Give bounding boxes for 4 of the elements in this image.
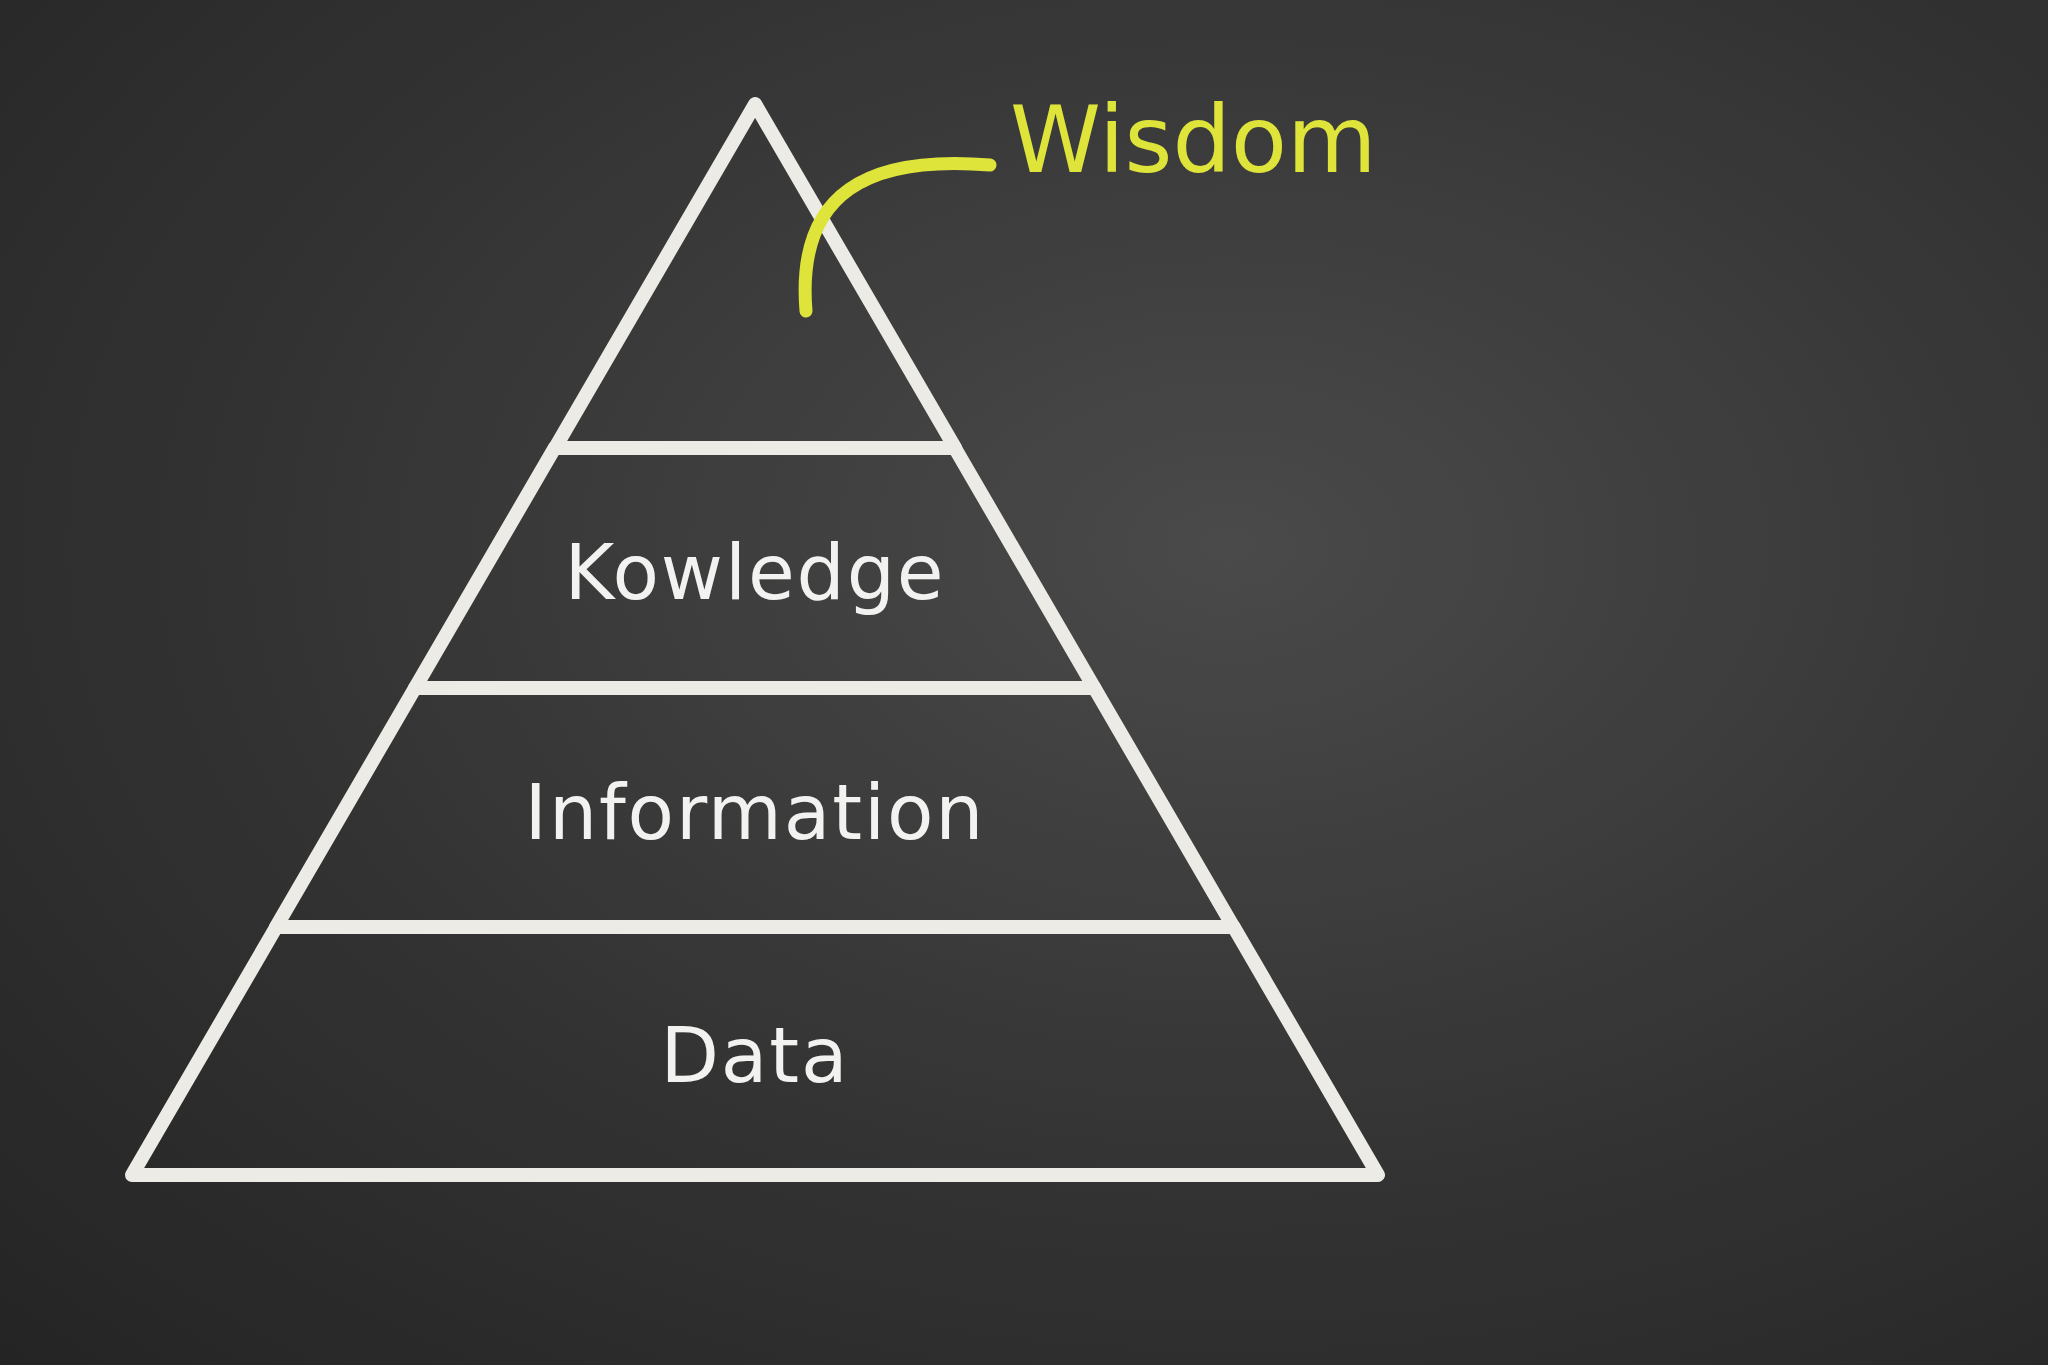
tier-label: Data: [660, 1018, 850, 1094]
tier-label: Information: [524, 774, 986, 851]
leader-line: [798, 157, 997, 318]
chalk-label: Wisdom: [1010, 95, 1377, 187]
